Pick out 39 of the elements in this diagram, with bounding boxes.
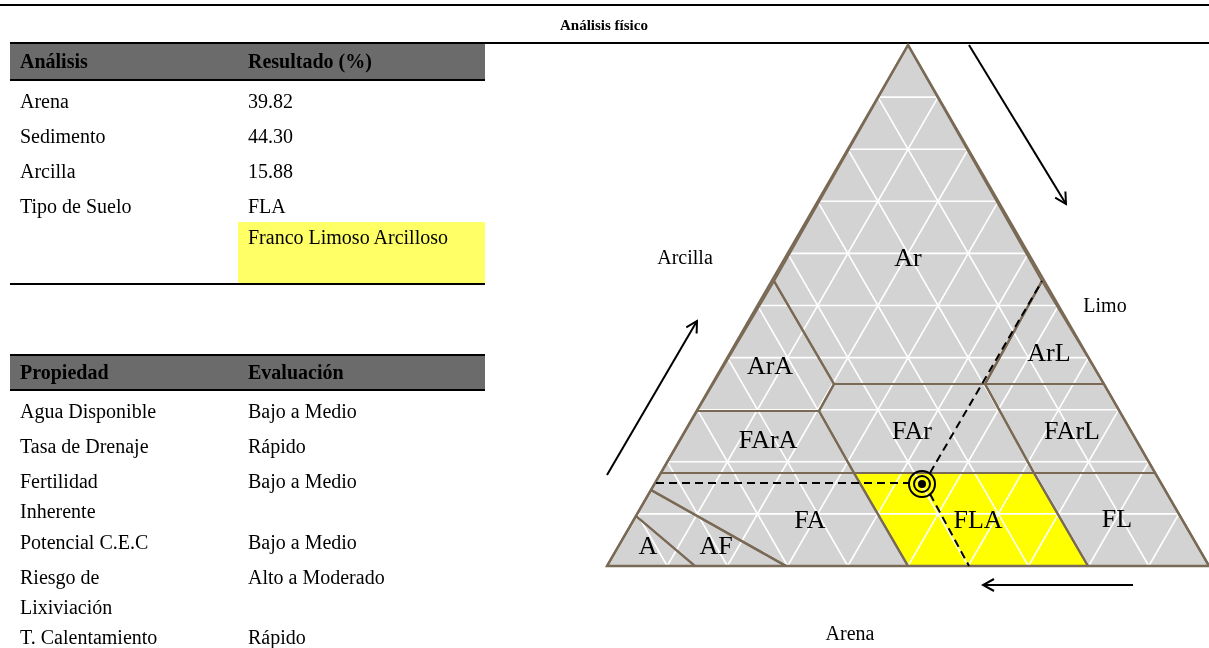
table-cell-text: Alto a Moderado bbox=[248, 565, 386, 590]
table-cell-text: Agua Disponible bbox=[20, 399, 158, 425]
table-cell-text: Potencial C.E.C bbox=[20, 530, 150, 555]
axis-label: Limo bbox=[1082, 293, 1128, 318]
region-label: FA bbox=[794, 507, 826, 533]
axis-label: Arena bbox=[824, 621, 876, 646]
column-header: Evaluación bbox=[248, 360, 345, 385]
table-cell-text: Bajo a Medio bbox=[248, 399, 358, 425]
region-label: ArL bbox=[1027, 340, 1071, 366]
table-cell-text: Arena bbox=[20, 89, 70, 114]
table-cell-text: FLA bbox=[248, 194, 287, 219]
table-cell-text: Bajo a Medio bbox=[248, 530, 358, 556]
region-label: AF bbox=[699, 533, 733, 559]
column-header: Propiedad bbox=[20, 360, 110, 386]
table-cell-text: Bajo a Medio bbox=[248, 469, 358, 495]
table-cell-text: 39.82 bbox=[248, 89, 294, 114]
table-cell-text: 15.88 bbox=[248, 159, 294, 184]
table-cell-text: T. Calentamiento bbox=[20, 625, 159, 648]
region-label: FArL bbox=[1044, 418, 1100, 444]
column-header: Análisis bbox=[20, 49, 89, 74]
region-label: Ar bbox=[894, 245, 922, 271]
title: Análisis físico bbox=[560, 18, 648, 33]
table-cell-text: Sedimento bbox=[20, 124, 107, 149]
table-cell-text: Rápido bbox=[248, 434, 307, 460]
table-cell-text: 44.30 bbox=[248, 124, 294, 149]
region-label: FAr bbox=[892, 418, 932, 444]
table-cell-text: Rápido bbox=[248, 625, 307, 648]
region-label: FL bbox=[1101, 506, 1133, 532]
table-cell-text: Arcilla bbox=[20, 159, 77, 184]
table-cell-text: Riesgo de Lixiviación bbox=[20, 565, 114, 620]
table-cell-text: Tipo de Suelo bbox=[20, 194, 133, 220]
table-cell-text: Franco Limoso Arcilloso bbox=[247, 225, 449, 250]
region-label: FArA bbox=[738, 427, 798, 453]
table-cell-text: Tasa de Drenaje bbox=[20, 434, 150, 460]
table-cell-text: Fertilidad Inherente bbox=[20, 469, 99, 524]
region-label: A bbox=[638, 533, 658, 559]
axis-label: Arcilla bbox=[656, 245, 714, 270]
region-label: ArA bbox=[746, 353, 794, 379]
column-header: Resultado (%) bbox=[248, 49, 373, 75]
